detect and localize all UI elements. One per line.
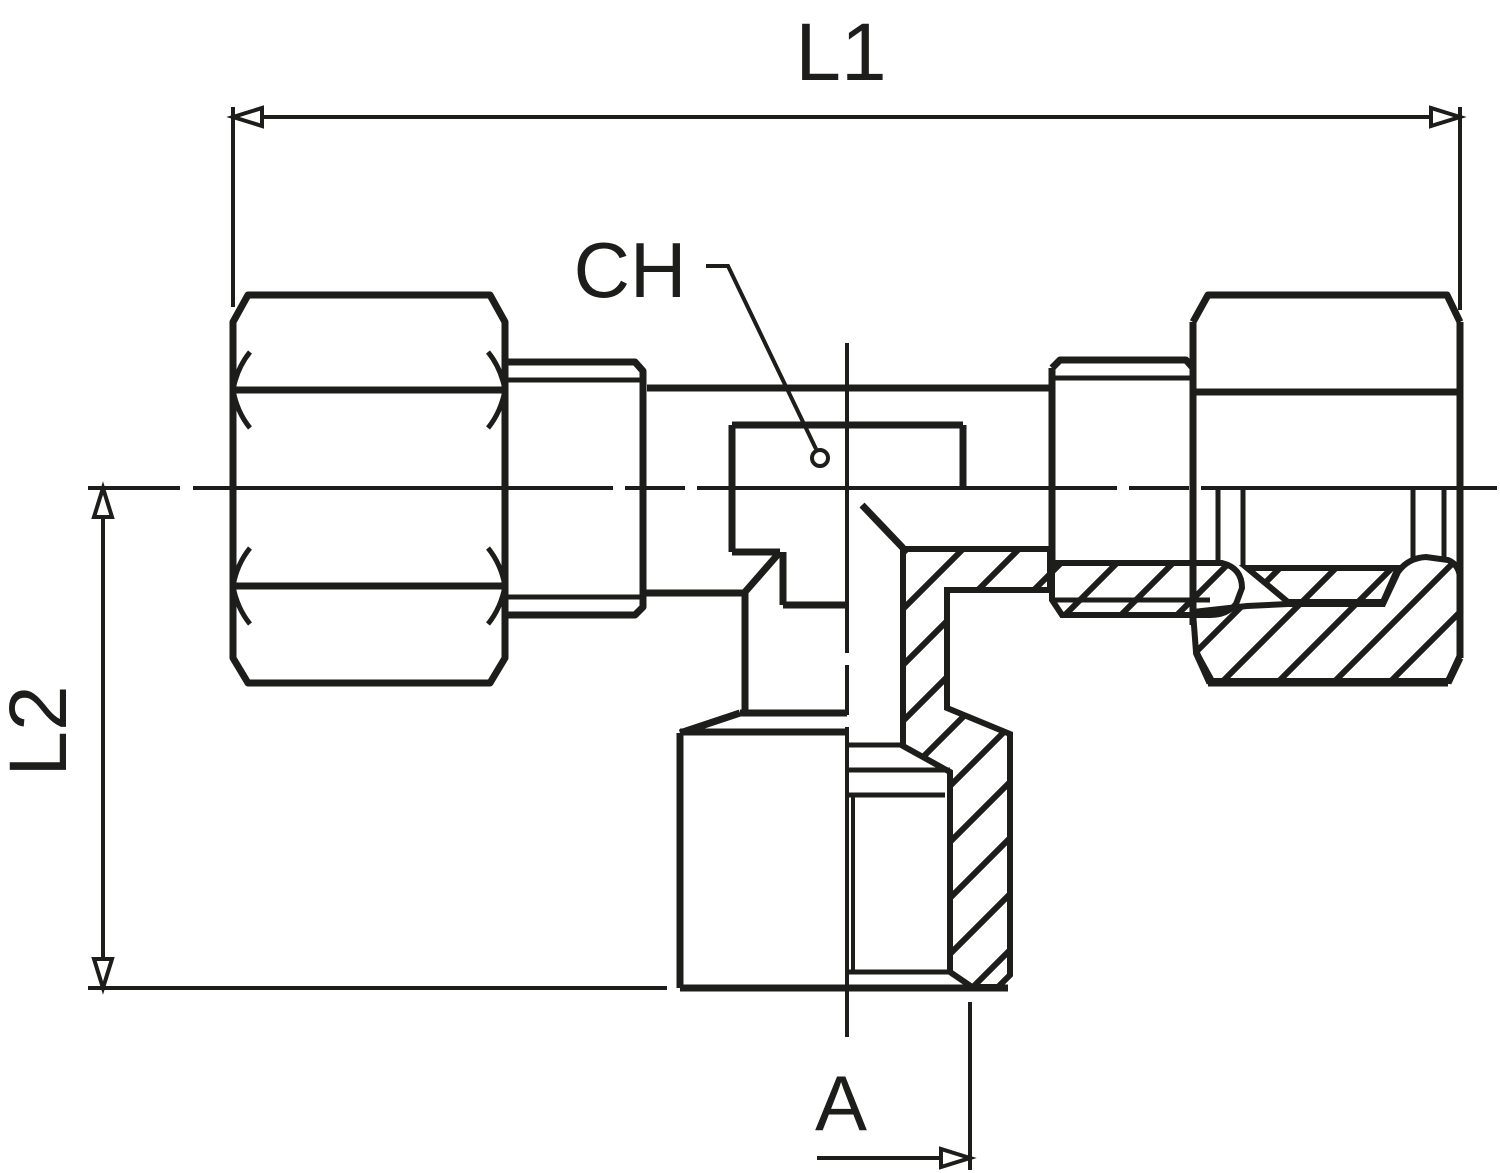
l1-arrow-right <box>1429 105 1467 129</box>
dimension-l1 <box>226 105 1467 310</box>
branch-port <box>676 592 1008 992</box>
section-right-nut-band <box>1238 565 1403 605</box>
fitting-outline <box>229 291 1464 992</box>
left-sleeve <box>502 358 647 619</box>
left-nut <box>229 291 509 687</box>
section-hatching <box>900 546 1463 990</box>
dimensions <box>88 105 1467 1170</box>
l2-arrow-bottom <box>91 957 115 995</box>
l2-arrow-top <box>91 481 115 519</box>
dim-label-l2: L2 <box>0 685 84 776</box>
centerlines <box>88 343 1497 1047</box>
ch-leader-dot <box>810 448 830 468</box>
tee-body <box>645 384 1052 609</box>
a-arrow <box>939 1146 977 1170</box>
l1-arrow-left <box>226 105 264 129</box>
right-nut <box>1055 291 1464 687</box>
ch-leader-line <box>706 264 818 450</box>
dim-label-ch: CH <box>574 226 687 314</box>
leader-ch <box>706 264 830 468</box>
dim-label-a: A <box>815 1059 867 1147</box>
dim-label-l1: L1 <box>795 7 886 98</box>
dimension-a <box>817 1002 977 1170</box>
dimension-l2 <box>88 481 667 995</box>
l1-extension-lines <box>231 107 1462 310</box>
right-sleeve <box>1048 356 1196 563</box>
